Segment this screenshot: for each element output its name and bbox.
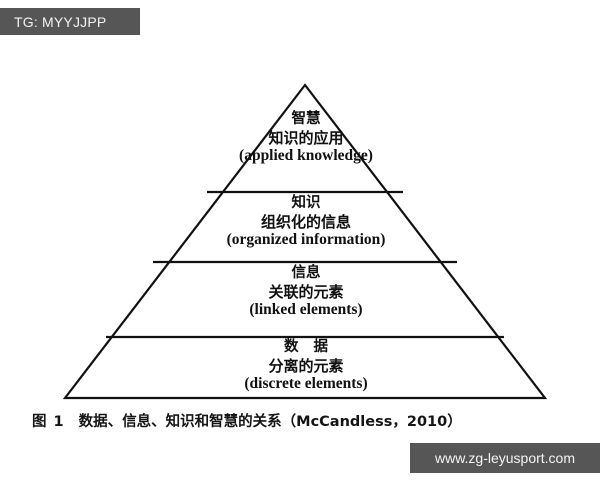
tier-information-cn-title: 信息	[291, 265, 321, 281]
site-watermark-label: www.zg-leyusport.com	[434, 450, 576, 466]
figure-caption: 图 1 数据、信息、知识和智慧的关系（McCandless，2010）	[32, 407, 572, 433]
pyramid-tier-knowledge: 知识 组织化的信息 (organized information)	[186, 195, 426, 249]
pyramid-tier-information: 信息 关联的元素 (linked elements)	[186, 265, 426, 319]
tg-watermark-label: TG: MYYJJPP	[14, 13, 107, 30]
tier-data-cn-subtitle: 分离的元素	[268, 356, 344, 375]
tier-information-en-label: (linked elements)	[249, 300, 363, 318]
pyramid-outline	[62, 83, 548, 400]
tier-wisdom-en-label: (applied knowledge)	[239, 146, 373, 164]
tier-data-en-label: (discrete elements)	[244, 374, 368, 392]
tier-data-cn-title: 数 据	[283, 339, 334, 355]
tier-knowledge-cn-subtitle: 组织化的信息	[260, 212, 351, 231]
site-watermark: www.zg-leyusport.com	[410, 443, 600, 473]
tier-information-cn-subtitle: 关联的元素	[268, 282, 344, 301]
figure-caption-text: 数据、信息、知识和智慧的关系（McCandless，2010）	[78, 413, 462, 430]
tier-knowledge-cn-title: 知识	[291, 195, 321, 211]
pyramid-tier-wisdom: 智慧 知识的应用 (applied knowledge)	[196, 111, 416, 165]
tg-watermark-badge: TG: MYYJJPP	[0, 8, 140, 35]
figure-number: 图 1	[32, 413, 65, 430]
tier-knowledge-en-label: (organized information)	[226, 230, 386, 248]
pyramid-tier-data: 数 据 分离的元素 (discrete elements)	[186, 339, 426, 393]
tier-wisdom-cn-title: 智慧	[291, 111, 321, 127]
tier-wisdom-cn-subtitle: 知识的应用	[268, 128, 344, 147]
